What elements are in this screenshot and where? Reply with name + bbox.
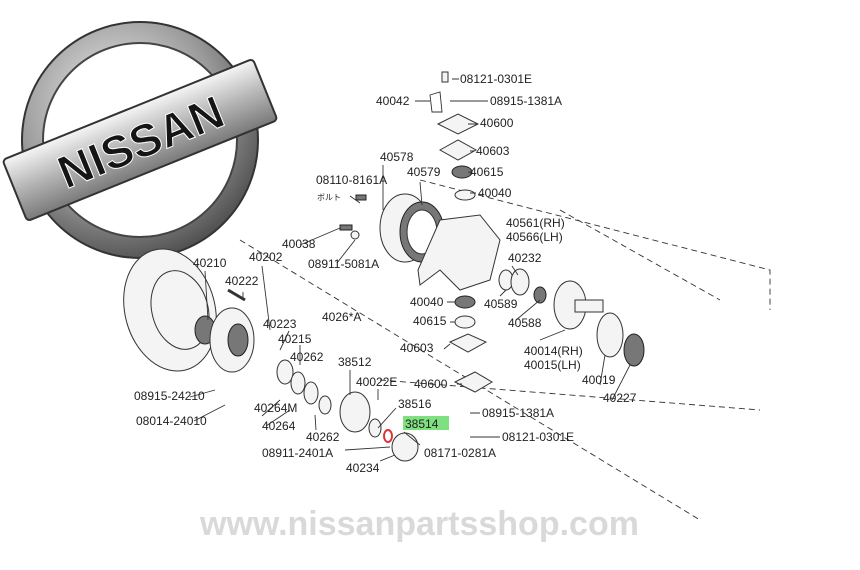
part-label[interactable]: 08014-24010: [136, 414, 207, 428]
part-label[interactable]: 38516: [398, 397, 432, 411]
part-label[interactable]: 40561(RH): [506, 216, 565, 230]
part-label[interactable]: 40589: [484, 297, 518, 311]
part-label[interactable]: 40264M: [254, 401, 297, 415]
part-label[interactable]: 40588: [508, 316, 542, 330]
part-labels: 08121-0301E 40042 08915-1381A 40600 4060…: [134, 72, 637, 475]
hub: [209, 288, 419, 462]
part-label[interactable]: 40603: [476, 144, 510, 158]
part-label[interactable]: 40600: [414, 377, 448, 391]
highlight-box: [403, 416, 449, 430]
part-label[interactable]: 40040: [478, 186, 512, 200]
part-label[interactable]: 40042: [376, 94, 410, 108]
part-label[interactable]: 08911-2401A: [262, 446, 333, 460]
part-label[interactable]: 40262: [290, 350, 324, 364]
part-label[interactable]: 40600: [480, 116, 514, 130]
part-label[interactable]: 40015(LH): [524, 358, 581, 372]
part-label[interactable]: 40566(LH): [506, 230, 563, 244]
part-label[interactable]: 08171-0281A: [424, 446, 496, 460]
part-label[interactable]: 40578: [380, 150, 414, 164]
part-label[interactable]: 40603: [400, 341, 434, 355]
part-label[interactable]: 08110-8161A: [316, 173, 387, 187]
part-label[interactable]: 40202: [249, 250, 283, 264]
part-label[interactable]: 38512: [338, 355, 372, 369]
part-label[interactable]: 40615: [470, 165, 504, 179]
part-label[interactable]: 40227: [603, 391, 637, 405]
part-label[interactable]: 08121-0301E: [502, 430, 574, 444]
part-label[interactable]: 40264: [262, 419, 296, 433]
watermark: www.nissanpartsshop.com: [199, 505, 639, 543]
part-label[interactable]: 08915-1381A: [482, 406, 554, 420]
part-label[interactable]: 40215: [278, 332, 312, 346]
part-label[interactable]: 40040: [410, 295, 444, 309]
part-label[interactable]: 40014(RH): [524, 344, 583, 358]
steering-knuckle: [339, 71, 645, 393]
part-label[interactable]: 08121-0301E: [460, 72, 532, 86]
part-label-note: ボルト: [317, 193, 341, 202]
part-label[interactable]: 40234: [346, 461, 380, 475]
part-label[interactable]: 40615: [413, 314, 447, 328]
part-label[interactable]: 40019: [582, 373, 616, 387]
part-label[interactable]: 08915-24210: [134, 389, 205, 403]
part-label[interactable]: 40210: [193, 256, 227, 270]
part-label[interactable]: 40232: [508, 251, 542, 265]
nissan-logo: NISSAN: [2, 21, 278, 259]
part-label[interactable]: 08915-1381A: [490, 94, 562, 108]
part-label-highlighted[interactable]: 38514: [405, 417, 439, 431]
part-label[interactable]: 40222: [225, 274, 259, 288]
part-label[interactable]: 40223: [263, 317, 297, 331]
part-label[interactable]: 4026*A: [322, 310, 361, 324]
part-label[interactable]: 40022E: [356, 375, 397, 389]
part-label[interactable]: 40579: [407, 165, 441, 179]
part-label[interactable]: 40262: [306, 430, 340, 444]
part-label[interactable]: 40038: [282, 237, 316, 251]
part-label[interactable]: 08911-5081A: [308, 257, 379, 271]
